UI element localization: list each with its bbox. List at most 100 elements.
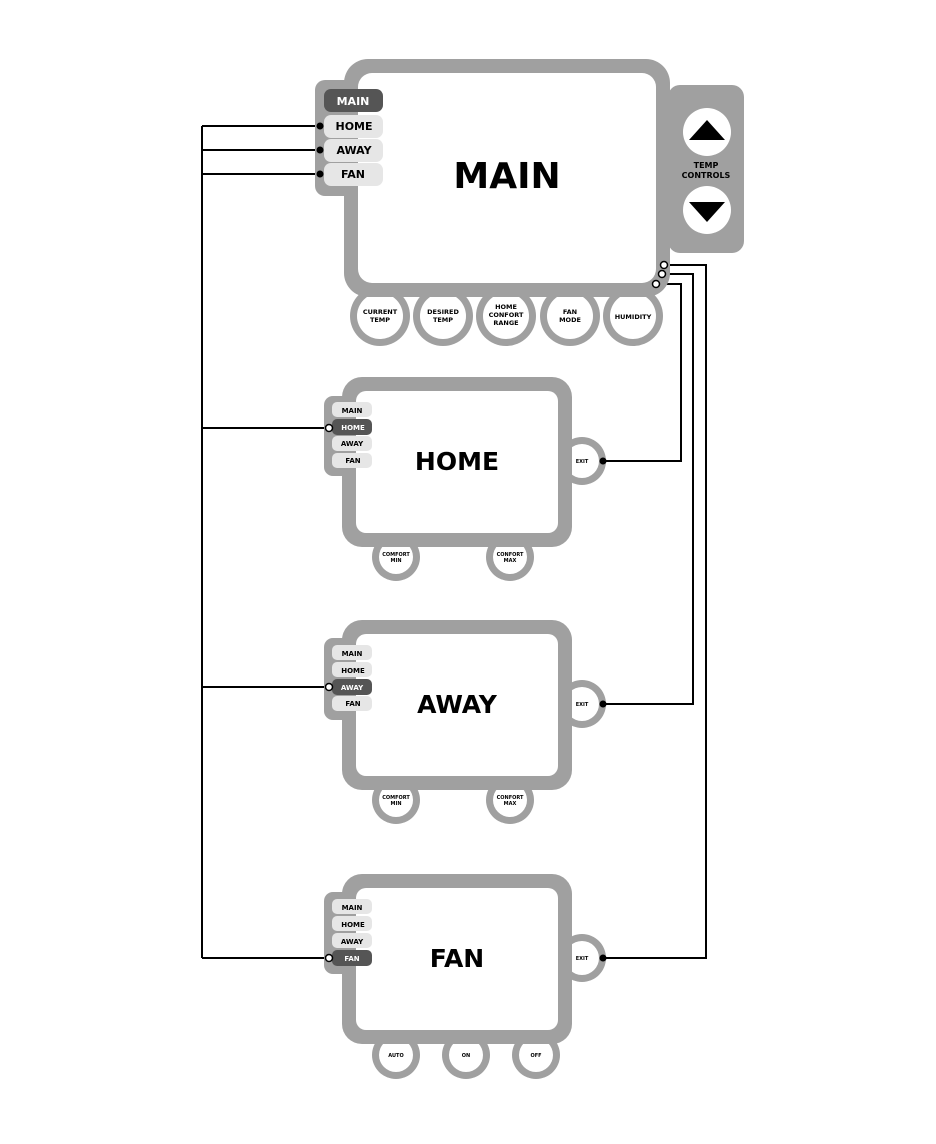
- home-confort-range-label-2: CONFORT: [489, 311, 524, 319]
- away-tab-away-label: AWAY: [341, 684, 364, 692]
- main-away-tab-dot: [316, 146, 324, 154]
- main-screen-display: [358, 73, 656, 283]
- home-confort-range-label-3: RANGE: [493, 319, 518, 327]
- home-tab-away[interactable]: AWAY: [332, 436, 372, 451]
- away-comfort-min-label-1: COMFORT: [382, 795, 410, 801]
- away-tab-home[interactable]: HOME: [332, 662, 372, 677]
- home-exit-dot: [599, 457, 607, 465]
- main-return-dot-1: [659, 260, 669, 270]
- fan-mode-button[interactable]: FAN MODE: [540, 286, 600, 346]
- main-home-tab-dot: [316, 122, 324, 130]
- away-tabs: MAIN HOME AWAY FAN: [332, 645, 372, 711]
- main-screen-title: MAIN: [453, 156, 560, 197]
- fan-on-label: ON: [462, 1053, 470, 1059]
- home-exit-label: EXIT: [576, 459, 589, 465]
- desired-temp-button[interactable]: DESIRED TEMP: [413, 286, 473, 346]
- home-tab-main[interactable]: MAIN: [332, 402, 372, 417]
- home-tabs: MAIN HOME AWAY FAN: [332, 402, 372, 468]
- fan-tab-home-label: HOME: [341, 921, 365, 929]
- desired-temp-label-1: DESIRED: [427, 308, 459, 316]
- home-screen-device: COMFORT MIN CONFORT MAX EXIT HOME MAIN H…: [324, 377, 606, 581]
- main-tab-home-label: HOME: [335, 120, 372, 133]
- away-entry-dot: [324, 682, 334, 692]
- main-bottom-buttons: CURRENT TEMP DESIRED TEMP HOME CONFORT R…: [350, 286, 663, 346]
- away-confort-max-label-2: MAX: [504, 801, 517, 807]
- away-comfort-min-label-2: MIN: [390, 801, 401, 807]
- main-tab-main[interactable]: MAIN: [324, 89, 383, 112]
- away-exit-label: EXIT: [576, 702, 589, 708]
- away-screen-device: COMFORT MIN CONFORT MAX EXIT AWAY MAIN H…: [324, 620, 606, 824]
- temp-down-button[interactable]: [683, 186, 731, 234]
- main-tab-fan[interactable]: FAN: [324, 163, 383, 186]
- fan-off-label: OFF: [530, 1053, 541, 1059]
- connector-lines: [201, 125, 707, 959]
- away-exit-dot: [599, 700, 607, 708]
- main-tab-away-label: AWAY: [336, 144, 372, 157]
- home-tab-fan[interactable]: FAN: [332, 453, 372, 468]
- away-screen-display: [356, 634, 558, 776]
- fan-entry-dot: [324, 953, 334, 963]
- away-screen-title: AWAY: [417, 690, 498, 719]
- away-confort-max-label-1: CONFORT: [497, 795, 524, 801]
- home-confort-range-label-1: HOME: [495, 303, 517, 311]
- triangle-down-icon: [689, 202, 725, 222]
- home-tab-away-label: AWAY: [341, 440, 364, 448]
- fan-screen-title: FAN: [430, 944, 484, 973]
- fan-tab-main[interactable]: MAIN: [332, 899, 372, 914]
- humidity-label: HUMIDITY: [615, 313, 652, 321]
- home-comfort-min-label-1: COMFORT: [382, 552, 410, 558]
- humidity-button[interactable]: HUMIDITY: [603, 286, 663, 346]
- connector-endpoints: [316, 122, 669, 963]
- home-screen-title: HOME: [415, 447, 499, 476]
- main-fan-tab-dot: [316, 170, 324, 178]
- current-temp-label-2: TEMP: [370, 316, 390, 324]
- home-entry-dot: [324, 423, 334, 433]
- desired-temp-label-2: TEMP: [433, 316, 453, 324]
- fan-mode-label-1: FAN: [563, 308, 577, 316]
- home-screen-display: [356, 391, 558, 533]
- fan-tab-away[interactable]: AWAY: [332, 933, 372, 948]
- main-tabs: MAIN HOME AWAY FAN: [324, 89, 383, 186]
- temp-up-button[interactable]: [683, 108, 731, 156]
- fan-tab-away-label: AWAY: [341, 938, 364, 946]
- away-tab-main-label: MAIN: [342, 650, 363, 658]
- fan-exit-dot: [599, 954, 607, 962]
- home-tab-main-label: MAIN: [342, 407, 363, 415]
- fan-screen-device: AUTO ON OFF EXIT FAN MAIN HOME AWAY FAN: [324, 874, 606, 1079]
- current-temp-label-1: CURRENT: [363, 308, 398, 316]
- triangle-up-icon: [689, 120, 725, 140]
- home-comfort-min-label-2: MIN: [390, 558, 401, 564]
- main-return-dot-2: [657, 269, 667, 279]
- home-tab-home-label: HOME: [341, 424, 365, 432]
- away-tab-fan[interactable]: FAN: [332, 696, 372, 711]
- fan-auto-label: AUTO: [388, 1053, 403, 1059]
- home-confort-max-label-1: CONFORT: [497, 552, 524, 558]
- fan-exit-return-line: [604, 264, 707, 959]
- main-tab-fan-label: FAN: [341, 168, 365, 181]
- fan-tab-main-label: MAIN: [342, 904, 363, 912]
- main-tab-main-label: MAIN: [337, 95, 370, 108]
- away-tab-fan-label: FAN: [345, 700, 360, 708]
- temp-controls-label-1: TEMP: [694, 161, 719, 170]
- fan-screen-display: [356, 888, 558, 1030]
- fan-tab-fan[interactable]: FAN: [332, 950, 372, 966]
- home-confort-range-button[interactable]: HOME CONFORT RANGE: [476, 286, 536, 346]
- away-tab-home-label: HOME: [341, 667, 365, 675]
- fan-tab-home[interactable]: HOME: [332, 916, 372, 931]
- home-exit-return-line: [604, 283, 682, 462]
- fan-tab-fan-label: FAN: [344, 955, 359, 963]
- home-confort-max-label-2: MAX: [504, 558, 517, 564]
- current-temp-button[interactable]: CURRENT TEMP: [350, 286, 410, 346]
- main-screen-device: CURRENT TEMP DESIRED TEMP HOME CONFORT R…: [315, 59, 744, 346]
- away-tab-away[interactable]: AWAY: [332, 679, 372, 695]
- home-tab-home[interactable]: HOME: [332, 419, 372, 435]
- fan-tabs: MAIN HOME AWAY FAN: [332, 899, 372, 966]
- temp-controls-label-2: CONTROLS: [682, 171, 731, 180]
- home-tab-fan-label: FAN: [345, 457, 360, 465]
- main-tab-away[interactable]: AWAY: [324, 139, 383, 162]
- away-tab-main[interactable]: MAIN: [332, 645, 372, 660]
- fan-exit-label: EXIT: [576, 956, 589, 962]
- main-tab-home[interactable]: HOME: [324, 115, 383, 138]
- away-exit-return-line: [604, 273, 694, 705]
